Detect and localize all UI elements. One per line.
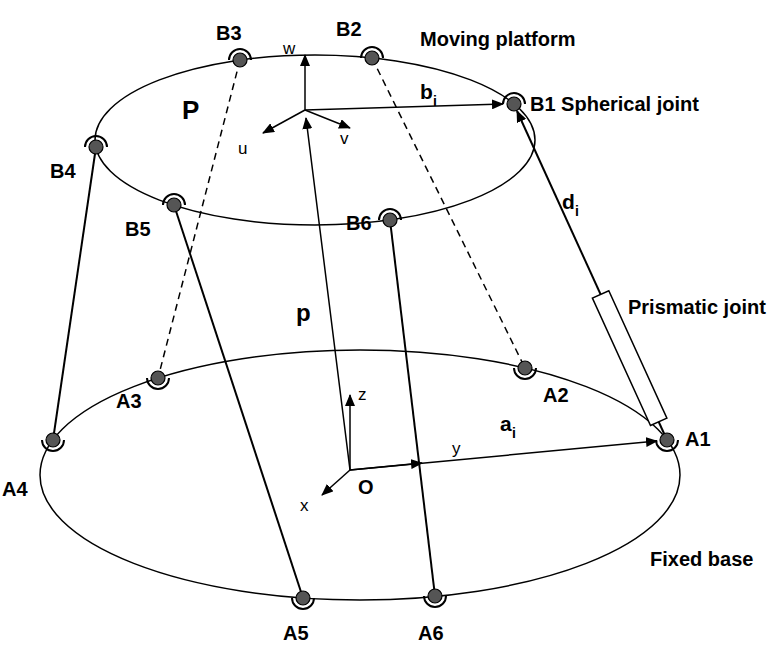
axis-x <box>322 470 350 495</box>
joint-name: A1 <box>685 428 711 450</box>
part-name: Moving platform <box>420 28 576 50</box>
joint-name: A5 <box>283 622 309 644</box>
leg <box>174 205 303 598</box>
joint-name: A2 <box>543 384 569 406</box>
vector-b <box>305 104 503 110</box>
axis-name: y <box>452 440 461 459</box>
joint-name: B1 Spherical joint <box>530 93 699 115</box>
fixed-base-outline <box>40 350 680 600</box>
joint-name: A3 <box>116 390 142 412</box>
axis-name: u <box>238 140 247 159</box>
leg <box>53 147 96 440</box>
part-name: Prismatic joint <box>628 296 766 318</box>
axis-w <box>304 55 306 110</box>
moving-platform-outline <box>95 55 535 225</box>
axis-v <box>305 110 350 128</box>
axis-name: w <box>283 40 295 59</box>
frame-origin: P <box>182 96 199 125</box>
joint-sockets <box>42 47 678 609</box>
spherical-joints <box>46 51 674 605</box>
part-name: Fixed base <box>650 548 753 570</box>
joint-name: B4 <box>50 160 76 182</box>
vector-name: a <box>500 412 512 435</box>
joint-name: A4 <box>2 478 28 500</box>
axis-name: x <box>300 497 309 516</box>
joint-name: A6 <box>418 622 444 644</box>
joint-name: B6 <box>346 212 372 234</box>
vector-name: b <box>420 80 433 103</box>
joint-name: B3 <box>216 22 242 44</box>
vector-a <box>350 441 657 470</box>
axis-u <box>263 110 305 133</box>
joint-name: B5 <box>125 218 151 240</box>
leg <box>390 220 435 596</box>
axis-name: z <box>358 386 367 405</box>
joint-name: B2 <box>336 18 362 40</box>
hidden-leg <box>158 60 240 378</box>
axis-name: v <box>340 130 349 149</box>
axis-z <box>349 395 351 470</box>
subscript: i <box>575 204 579 219</box>
subscript: i <box>512 426 516 441</box>
frame-origin: O <box>358 476 374 498</box>
vector-p <box>306 118 350 470</box>
vector-name: p <box>296 300 311 326</box>
vector-name: d <box>562 190 575 213</box>
leg-vector-d <box>517 111 667 440</box>
subscript: i <box>433 94 437 109</box>
